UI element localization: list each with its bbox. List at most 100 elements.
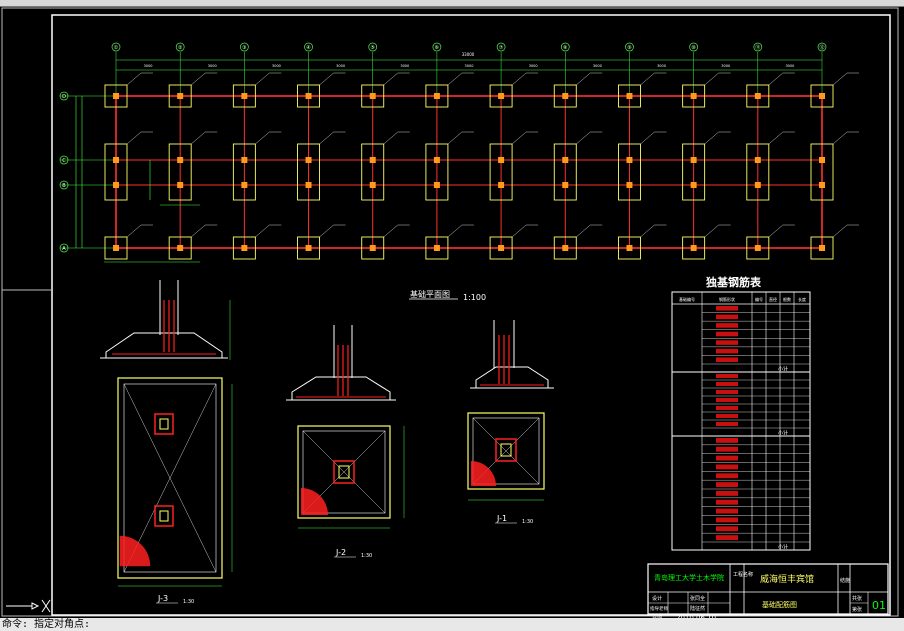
column-stub bbox=[113, 157, 119, 163]
plan-title-scale: 1:100 bbox=[463, 293, 486, 302]
bay-dim-text: 3000 bbox=[465, 64, 474, 68]
column-label: ② bbox=[178, 45, 183, 51]
command-line[interactable]: 命令: 指定对角点: bbox=[0, 618, 904, 631]
svg-text:第张: 第张 bbox=[852, 606, 862, 613]
axis-bubble bbox=[689, 42, 698, 52]
column-stub bbox=[113, 245, 119, 251]
bay-dim-text: 3000 bbox=[593, 64, 602, 68]
axis-bubble bbox=[175, 42, 185, 52]
svg-text:工程名称: 工程名称 bbox=[733, 571, 753, 578]
column-stub bbox=[241, 93, 248, 99]
column-stub bbox=[177, 157, 184, 163]
footing bbox=[810, 236, 834, 260]
axis-bubble bbox=[625, 42, 634, 52]
axis-bubble bbox=[111, 42, 121, 52]
school-text: 青岛理工大学土木学院 bbox=[654, 573, 724, 582]
column-stub bbox=[690, 157, 697, 163]
column-label: ⑧ bbox=[563, 45, 568, 51]
column-stub bbox=[369, 93, 376, 99]
footing bbox=[232, 143, 256, 201]
window-header-strip bbox=[0, 0, 904, 7]
leader bbox=[576, 224, 591, 238]
footing bbox=[104, 84, 128, 108]
j2-label: J-2 bbox=[335, 548, 346, 557]
rebar-table-title: 独基钢筋表 bbox=[705, 275, 762, 289]
leader bbox=[511, 224, 527, 238]
footing bbox=[168, 236, 192, 260]
j1-label: J-1 bbox=[496, 514, 507, 523]
column-stub bbox=[690, 245, 697, 251]
column-label: ⑫ bbox=[819, 44, 824, 51]
footing bbox=[425, 236, 449, 260]
column-stub bbox=[369, 182, 376, 188]
axis-bubble bbox=[753, 42, 763, 52]
column-stub bbox=[433, 93, 440, 99]
column-stub bbox=[562, 157, 569, 163]
column-stub bbox=[241, 157, 248, 163]
leader bbox=[768, 131, 783, 145]
column-stub bbox=[626, 245, 633, 251]
svg-text:1:30: 1:30 bbox=[361, 553, 372, 559]
detail-j1: J-1 1:30 bbox=[467, 320, 554, 525]
footing bbox=[553, 236, 577, 260]
leader bbox=[640, 224, 655, 238]
column-stub bbox=[690, 93, 697, 99]
axis-bubble bbox=[817, 42, 827, 52]
svg-text:1:30: 1:30 bbox=[522, 519, 533, 525]
column-label: ③ bbox=[242, 45, 246, 51]
rebar-shape bbox=[716, 348, 738, 354]
footing bbox=[104, 143, 128, 201]
footing bbox=[746, 143, 770, 201]
column-label: ① bbox=[114, 45, 119, 51]
footing bbox=[618, 236, 641, 260]
bay-dim-text: 3000 bbox=[272, 64, 281, 68]
row-label: B bbox=[62, 183, 66, 189]
footing bbox=[618, 143, 641, 201]
column-label: ⑤ bbox=[370, 45, 374, 51]
drawing-name: 基础配筋图 bbox=[762, 600, 797, 609]
axis-bubble bbox=[560, 42, 570, 52]
column-label: ⑩ bbox=[691, 45, 696, 51]
leader bbox=[640, 131, 655, 145]
leader bbox=[768, 224, 783, 238]
footing bbox=[682, 236, 706, 260]
column-stub bbox=[754, 182, 761, 188]
column-stub bbox=[305, 245, 312, 251]
svg-text:张同全: 张同全 bbox=[690, 595, 705, 602]
ucs-icon bbox=[6, 599, 51, 613]
footing bbox=[232, 84, 256, 108]
leader bbox=[832, 72, 848, 86]
column-stub bbox=[241, 245, 248, 251]
footing bbox=[746, 236, 770, 260]
svg-text:结施: 结施 bbox=[840, 577, 850, 584]
rebar-shape bbox=[716, 499, 738, 505]
footing bbox=[168, 143, 192, 201]
bay-dim-text: 3000 bbox=[721, 64, 730, 68]
axis-bubble bbox=[59, 155, 69, 165]
column-stub bbox=[819, 182, 825, 188]
column-stub bbox=[113, 93, 119, 99]
axis-bubble bbox=[59, 91, 69, 101]
column-stub bbox=[819, 157, 825, 163]
table-header: 根数 bbox=[783, 296, 791, 302]
footing bbox=[425, 84, 449, 108]
svg-text:陆征然: 陆征然 bbox=[690, 605, 705, 612]
row-label: C bbox=[62, 158, 66, 164]
subtotal-label: 小计 bbox=[778, 430, 788, 437]
svg-text:指导老师: 指导老师 bbox=[650, 605, 668, 612]
axis-bubble bbox=[368, 42, 378, 52]
leader bbox=[126, 131, 142, 145]
footing bbox=[361, 236, 385, 260]
footing bbox=[746, 84, 770, 108]
leader bbox=[255, 72, 270, 86]
leader bbox=[383, 72, 398, 86]
rebar-shape bbox=[716, 314, 738, 320]
title-block: 青岛理工大学土木学院 工程名称 威海恒丰宾馆 基础配筋图 设计 张同全 指导老师… bbox=[647, 563, 889, 622]
footing bbox=[297, 143, 320, 201]
column-stub bbox=[626, 157, 633, 163]
footing bbox=[489, 143, 513, 201]
rebar-shape bbox=[716, 414, 738, 418]
footing bbox=[682, 84, 706, 108]
leader bbox=[191, 131, 206, 145]
